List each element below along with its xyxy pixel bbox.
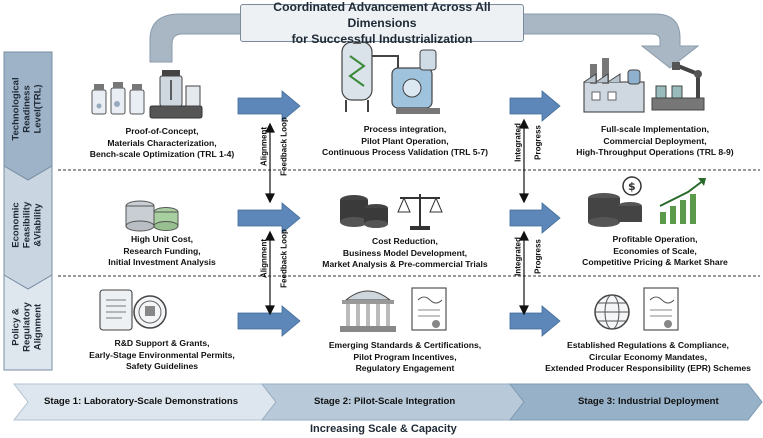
caption-s1-policy: R&D Support & Grants,Early-Stage Environ… <box>89 338 235 371</box>
row-chevron-policy <box>3 274 53 371</box>
row-label-policy-line-1: Policy & <box>10 308 22 346</box>
caption-s3-econ: Profitable Operation,Economies of Scale,… <box>582 234 728 267</box>
row-label-policy: Policy & Regulatory Alignment <box>4 285 50 369</box>
lab-mixer-icon <box>149 70 203 119</box>
caption-s3-policy: Established Regulations & Compliance,Cir… <box>545 340 751 373</box>
flow-arrow-s1-policy <box>237 305 301 337</box>
lab-vials-icon <box>91 82 145 115</box>
flow-arrow-s1-econ <box>237 202 301 234</box>
row-label-trl: Technological Readiness Level(TRL) <box>4 52 50 166</box>
factory-icon <box>583 58 645 113</box>
caption-s3-trl: Full-scale Implementation,Commercial Dep… <box>576 124 734 157</box>
reactor-tank-icon <box>341 36 399 112</box>
connector-right-top-a: Integrated <box>513 123 523 162</box>
coin-stack-icon <box>125 200 179 232</box>
stage-2-label: Stage 2: Pilot-Scale Integration <box>314 396 456 407</box>
growth-chart-icon <box>659 178 706 224</box>
flow-arrow-s2-econ <box>509 202 561 234</box>
flow-arrow-s2-policy <box>509 305 561 337</box>
flow-arrow-s1-trl <box>237 90 301 122</box>
connector-right-bottom-a: Integrated <box>513 237 523 276</box>
banner-line-2: for Successful Industrialization <box>291 32 473 46</box>
globe-emblem-icon <box>594 294 630 330</box>
stage-3-label: Stage 3: Industrial Deployment <box>578 396 719 407</box>
svg-text:$: $ <box>628 180 636 193</box>
row-label-policy-line-2: Regulatory <box>21 302 33 352</box>
compliance-certificate-icon <box>643 287 679 331</box>
connector-left-bottom-b: Feedback Loop <box>279 229 289 288</box>
caption-s2-trl: Process integration,Pilot Plant Operatio… <box>321 124 488 157</box>
connector-left-top-a: Alignment <box>259 126 269 167</box>
bottom-title: Increasing Scale & Capacity <box>310 423 457 435</box>
connector-left-top: Alignment Feedback Loop <box>228 117 300 176</box>
caption-s2-policy: Emerging Standards & Certifications,Pilo… <box>328 340 482 373</box>
robotic-arm-icon <box>651 62 705 111</box>
capitol-building-icon <box>340 290 396 332</box>
caption-s2-econ: Cost Reduction,Business Model Developmen… <box>322 236 488 269</box>
caption-s1-trl: Proof-of-Concept,Materials Characterizat… <box>89 126 235 159</box>
connector-right-bottom-b: Progress <box>533 239 543 274</box>
balance-scale-icon <box>397 194 443 230</box>
connector-left-top-b: Feedback Loop <box>279 117 289 176</box>
connector-right-top-b: Progress <box>533 125 543 160</box>
row-label-econ-line-2: Feasibility <box>21 201 33 249</box>
stage-chevron-3 <box>508 383 763 421</box>
banner-line-1: Coordinated Advancement Across All Dimen… <box>273 0 491 30</box>
official-seal-icon <box>133 295 167 329</box>
connector-left-bottom: Alignment Feedback Loop <box>228 229 300 288</box>
stage-1-label: Stage 1: Laboratory-Scale Demonstrations <box>44 396 239 407</box>
caption-s1-econ: High Unit Cost,Research Funding,Initial … <box>108 234 216 267</box>
top-banner: Coordinated Advancement Across All Dimen… <box>240 0 524 46</box>
document-scroll-icon <box>99 289 133 331</box>
connector-right-top: Integrated Progress <box>482 123 554 170</box>
certificate-icon <box>411 287 447 331</box>
flow-arrow-s2-trl <box>509 90 561 122</box>
coin-piles-icon <box>340 195 388 228</box>
connector-left-bottom-a: Alignment <box>259 238 269 279</box>
row-label-policy-line-3: Alignment <box>32 303 44 351</box>
row-label-trl-line-3: Level(TRL) <box>32 84 44 134</box>
row-label-trl-line-2: Readiness <box>21 85 33 133</box>
row-label-econ-line-1: Economic <box>10 202 22 248</box>
row-label-econ-line-3: &Viability <box>32 203 44 247</box>
row-label-econ: Economic Feasibility &Viability <box>4 176 50 274</box>
row-label-trl-line-1: Technological <box>10 77 22 141</box>
connector-right-bottom: Integrated Progress <box>482 237 554 284</box>
pilot-pump-icon <box>391 49 440 114</box>
profit-coins-icon: $ <box>588 176 642 227</box>
